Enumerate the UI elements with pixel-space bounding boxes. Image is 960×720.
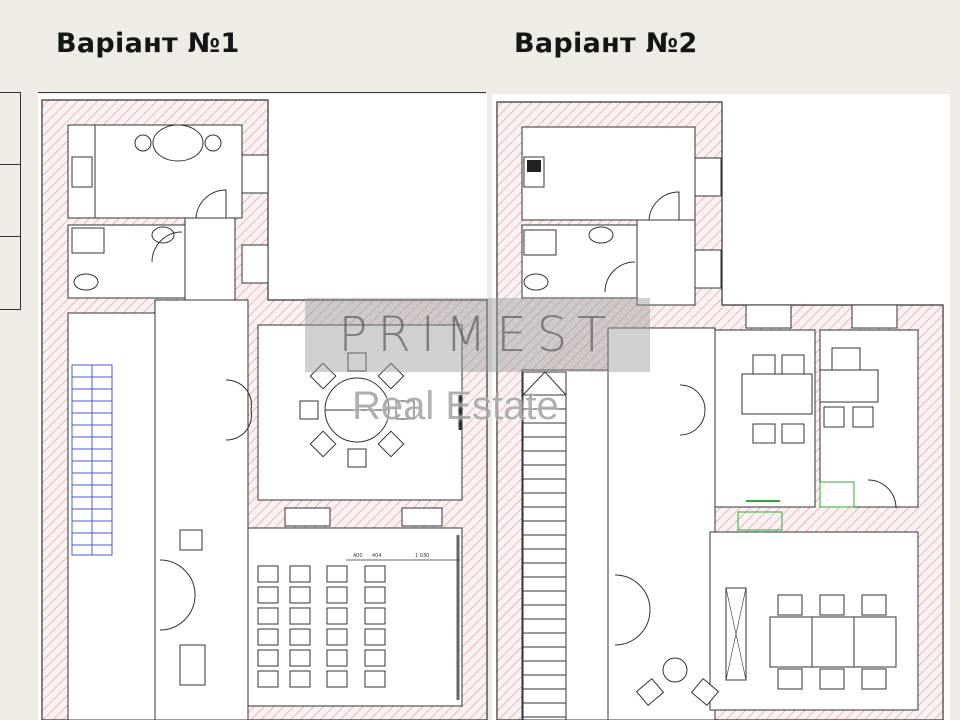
dimension-label: 400 xyxy=(353,553,363,559)
desk xyxy=(741,373,813,415)
desk xyxy=(257,586,279,604)
sink xyxy=(151,226,175,244)
variant-2-title: Варіант №2 xyxy=(514,28,698,59)
stair-room xyxy=(521,369,609,720)
desk xyxy=(289,586,311,604)
shower xyxy=(523,229,557,256)
desk xyxy=(289,628,311,646)
desk xyxy=(289,670,311,688)
conference-table xyxy=(769,594,897,690)
desk xyxy=(326,670,348,688)
chair xyxy=(395,400,415,420)
chair xyxy=(347,448,367,468)
kitchen xyxy=(521,126,696,221)
shower xyxy=(71,227,105,254)
chair xyxy=(309,362,337,390)
table-section xyxy=(811,616,855,668)
desk xyxy=(257,607,279,625)
chair xyxy=(777,668,803,690)
chair xyxy=(819,594,845,616)
desk xyxy=(326,586,348,604)
green-fixture xyxy=(819,481,855,508)
dining-table xyxy=(152,124,204,162)
dimension-label: 404 xyxy=(372,553,382,559)
watermark-brand: PRIMEST xyxy=(305,298,650,372)
hallway xyxy=(184,217,236,301)
chair xyxy=(819,668,845,690)
desk xyxy=(257,670,279,688)
variant-1-title: Варіант №1 xyxy=(56,28,240,59)
desk xyxy=(257,649,279,667)
desk xyxy=(364,586,386,604)
chair xyxy=(309,430,337,458)
watermark-subtitle: Real Estate xyxy=(352,384,559,428)
desk xyxy=(257,628,279,646)
desk xyxy=(326,607,348,625)
desk xyxy=(289,649,311,667)
desk xyxy=(364,565,386,583)
desk xyxy=(364,628,386,646)
chair xyxy=(777,594,803,616)
stove xyxy=(71,156,93,188)
chair xyxy=(299,400,319,420)
staircase xyxy=(522,371,567,720)
classroom-desks xyxy=(257,565,386,688)
desk xyxy=(326,628,348,646)
table-section xyxy=(853,616,897,668)
chair xyxy=(861,668,887,690)
desk xyxy=(364,607,386,625)
floor-plan-variant-1: 400 404 1 030 xyxy=(38,94,488,720)
table-section xyxy=(769,616,813,668)
chair xyxy=(377,362,405,390)
desk xyxy=(326,649,348,667)
desk xyxy=(326,565,348,583)
green-fixture xyxy=(737,511,783,531)
floor-plan-variant-2 xyxy=(492,94,950,720)
chair xyxy=(377,430,405,458)
classroom xyxy=(247,527,463,707)
desk xyxy=(819,369,879,403)
desk xyxy=(364,649,386,667)
hallway xyxy=(636,219,696,306)
cropped-left-panel-bottom xyxy=(0,236,21,310)
desk xyxy=(364,670,386,688)
desk xyxy=(289,607,311,625)
divider-line xyxy=(38,92,486,93)
sink xyxy=(588,226,614,244)
toilet xyxy=(523,273,549,291)
desk xyxy=(289,565,311,583)
chair xyxy=(347,352,367,372)
corridor xyxy=(607,327,716,720)
meeting-chairs xyxy=(299,352,415,468)
dimension-label: 1 030 xyxy=(415,553,429,559)
staircase xyxy=(71,364,113,556)
chair xyxy=(861,594,887,616)
stair-arrow xyxy=(522,371,567,396)
toilet xyxy=(73,273,99,291)
desk xyxy=(257,565,279,583)
